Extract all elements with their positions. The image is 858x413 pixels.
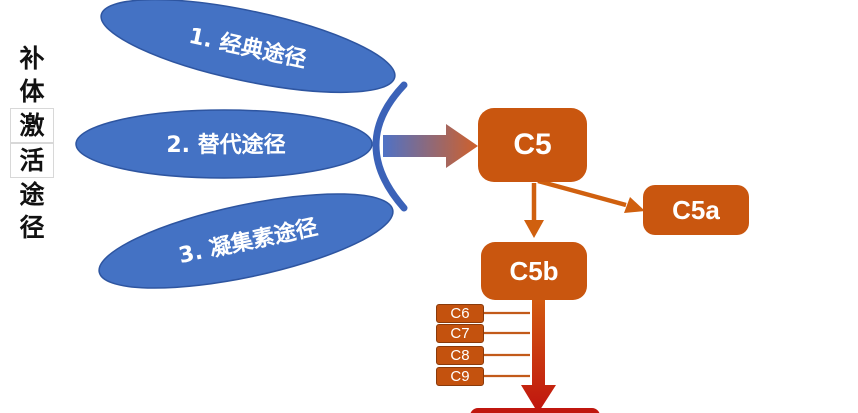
component-c7: C7 (436, 324, 484, 343)
pathway-lectin: 3. 凝集素途径 (98, 193, 394, 289)
pathway-classical: 1. 经典途径 (100, 0, 396, 94)
title-char: 补 (19, 44, 45, 73)
pathway-alternative-label: 2. 替代途径 (166, 132, 285, 158)
arrowhead-c5b (524, 220, 544, 238)
title-char: 活 (10, 143, 54, 178)
node-c5a-label: C5a (672, 194, 720, 225)
node-c5a: C5a (643, 185, 749, 235)
node-c5: C5 (478, 108, 587, 182)
node-c5b-label: C5b (509, 255, 559, 286)
convergence-bracket (372, 81, 408, 212)
node-c5b: C5b (481, 242, 587, 300)
arrow-to-mac (521, 300, 556, 413)
bottom-node-partial (470, 408, 600, 413)
component-c6: C6 (436, 304, 484, 323)
title-char: 体 (19, 77, 45, 106)
pathway-alternative: 2. 替代途径 (75, 109, 373, 179)
component-connectors (484, 311, 530, 378)
node-c5-label: C5 (513, 128, 552, 161)
title-char: 途 (19, 180, 45, 209)
component-c9: C9 (436, 367, 484, 386)
arrowhead-c5a (624, 197, 645, 213)
arrow-c5-to-c5a (537, 178, 627, 208)
title-char: 激 (10, 108, 54, 143)
title-char: 径 (19, 213, 45, 242)
component-c8: C8 (436, 346, 484, 365)
arrow-to-c5 (383, 124, 478, 168)
vertical-title: 补 体 激 活 途 径 (8, 42, 56, 244)
